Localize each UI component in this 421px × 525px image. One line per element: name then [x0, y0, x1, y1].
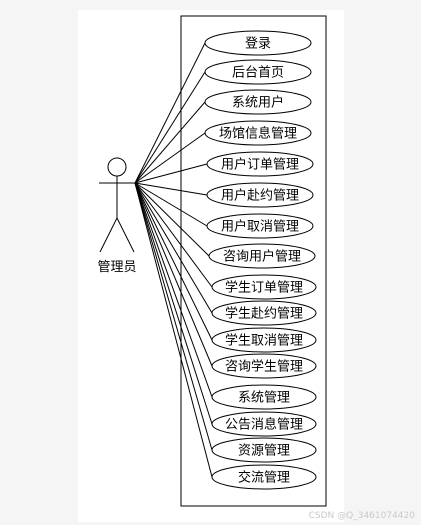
- association-line: [134, 182, 213, 314]
- association-line: [134, 182, 208, 227]
- use-case: 用户取消管理: [206, 213, 314, 239]
- use-case: 用户订单管理: [206, 151, 314, 177]
- use-case-ellipse: [211, 327, 317, 353]
- use-case: 学生取消管理: [211, 327, 317, 353]
- use-case-label: 后台首页: [232, 66, 284, 81]
- use-case-ellipse: [204, 89, 312, 115]
- use-case: 公告消息管理: [211, 411, 317, 437]
- use-case: 资源管理: [211, 437, 317, 463]
- use-case-ellipse: [204, 30, 312, 56]
- use-case: 后台首页: [204, 59, 312, 85]
- association-line: [134, 42, 206, 184]
- use-case-ellipse: [208, 243, 316, 269]
- association-line: [134, 182, 213, 288]
- use-case: 学生订单管理: [211, 274, 317, 300]
- use-case-label: 资源管理: [238, 444, 290, 459]
- use-case: 用户赴约管理: [206, 182, 314, 208]
- use-case: 系统用户: [204, 89, 312, 115]
- use-case: 系统管理: [211, 384, 317, 410]
- use-case-ellipse: [206, 182, 314, 208]
- use-case-list: 登录后台首页系统用户场馆信息管理用户订单管理用户赴约管理用户取消管理咨询用户管理…: [204, 30, 317, 490]
- use-case: 交流管理: [211, 464, 317, 490]
- actor-label: 管理员: [97, 260, 136, 275]
- association-line: [134, 182, 213, 398]
- association-lines: [134, 42, 213, 478]
- use-case-ellipse: [211, 300, 317, 326]
- use-case-label: 用户订单管理: [221, 157, 299, 173]
- use-case-ellipse: [206, 151, 314, 177]
- use-case-label: 学生赴约管理: [225, 306, 303, 322]
- association-line: [134, 182, 213, 425]
- association-line: [134, 163, 208, 184]
- association-line: [134, 182, 210, 257]
- use-case-label: 交流管理: [238, 470, 290, 486]
- use-case-label: 登录: [245, 37, 271, 52]
- actor: 管理员: [97, 157, 137, 275]
- association-line: [134, 182, 213, 451]
- use-case-label: 咨询用户管理: [223, 249, 301, 265]
- association-line: [134, 71, 206, 184]
- use-case-label: 公告消息管理: [225, 417, 303, 433]
- use-case-ellipse: [211, 353, 317, 379]
- use-case-label: 学生订单管理: [225, 280, 303, 296]
- use-case: 登录: [204, 30, 312, 56]
- actor-head: [107, 157, 127, 177]
- use-case: 咨询用户管理: [208, 243, 316, 269]
- use-case-ellipse: [211, 274, 317, 300]
- use-case: 咨询学生管理: [211, 353, 317, 379]
- use-case-label: 用户赴约管理: [221, 188, 299, 204]
- use-case-label: 系统用户: [232, 95, 284, 111]
- use-case-ellipse: [204, 59, 312, 85]
- use-case-label: 咨询学生管理: [225, 359, 303, 375]
- use-case: 场馆信息管理: [204, 120, 312, 146]
- use-case-ellipse: [204, 120, 312, 146]
- use-case-label: 学生取消管理: [225, 333, 303, 349]
- association-line: [134, 101, 206, 184]
- actor-right-leg: [116, 217, 135, 253]
- watermark: CSDN @Q_3461074420: [308, 511, 415, 521]
- actor-left-leg: [99, 217, 118, 253]
- association-line: [134, 182, 213, 478]
- use-case: 学生赴约管理: [211, 300, 317, 326]
- use-case-ellipse: [211, 384, 317, 410]
- use-case-label: 用户取消管理: [221, 219, 299, 235]
- association-line: [134, 182, 213, 341]
- use-case-ellipse: [211, 411, 317, 437]
- use-case-ellipse: [211, 437, 317, 463]
- use-case-ellipse: [211, 464, 317, 490]
- association-line: [134, 132, 206, 184]
- association-line: [134, 182, 213, 367]
- use-case-ellipse: [206, 213, 314, 239]
- association-line: [134, 182, 208, 196]
- use-case-label: 场馆信息管理: [219, 126, 297, 142]
- use-case-label: 系统管理: [238, 391, 290, 406]
